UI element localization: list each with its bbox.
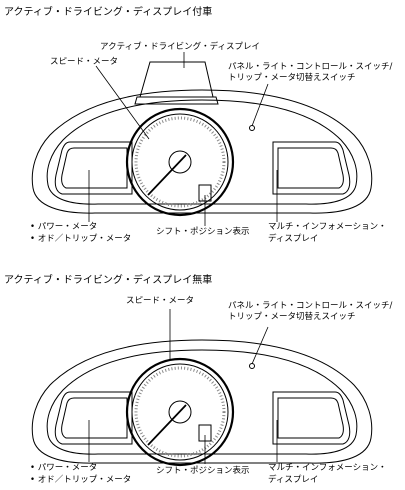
- label-power-meter: • パワー・メータ: [30, 222, 98, 232]
- speedometer-needle: [147, 154, 187, 196]
- label-power-meter: • パワー・メータ: [30, 463, 98, 473]
- label-multi-info-1: マルチ・インフォメーション・: [268, 222, 387, 232]
- speedometer-bezel: [125, 107, 235, 217]
- label-panel-switch-1: パネル・ライト・コントロール・スイッチ/: [228, 301, 393, 311]
- label-odo-trip: • オド／トリップ・メータ: [30, 234, 132, 244]
- section-title-without-add: アクティブ・ドライビング・ディスプレイ無車: [4, 275, 213, 286]
- speedometer-bezel: [125, 357, 235, 467]
- panel-light-switch: [249, 363, 255, 369]
- label-panel-switch-2: トリップ・メータ切替えスイッチ: [228, 73, 356, 83]
- label-speed-meter: スピード・メータ: [126, 296, 195, 306]
- multi-info-panel: [272, 141, 351, 195]
- label-speed-meter: スピード・メータ: [50, 57, 119, 67]
- speedometer-hub: [168, 150, 192, 174]
- label-shift-position: シフト・ポジション表示: [156, 466, 250, 476]
- label-multi-info-2: ディスプレイ: [268, 234, 319, 244]
- label-add: アクティブ・ドライビング・ディスプレイ: [100, 42, 260, 52]
- label-shift-position: シフト・ポジション表示: [156, 227, 250, 237]
- label-multi-info-2: ディスプレイ: [268, 475, 319, 485]
- power-meter-panel: [54, 391, 133, 445]
- cluster-diagram-without-add: [31, 309, 373, 467]
- cluster-housing: [31, 339, 373, 464]
- speedometer-hub: [168, 400, 192, 424]
- label-panel-switch-1: パネル・ライト・コントロール・スイッチ/: [228, 62, 393, 72]
- add-screen: [139, 61, 214, 98]
- cluster-diagram-with-add: [31, 52, 373, 226]
- speedometer-needle: [147, 404, 187, 446]
- panel-light-switch: [249, 125, 255, 131]
- cluster-housing: [31, 89, 373, 214]
- label-odo-trip: • オド／トリップ・メータ: [30, 475, 132, 485]
- section-title-with-add: アクティブ・ドライビング・ディスプレイ付車: [4, 7, 213, 18]
- power-meter-panel: [54, 141, 133, 195]
- multi-info-panel: [272, 391, 351, 445]
- label-panel-switch-2: トリップ・メータ切替えスイッチ: [228, 312, 356, 322]
- label-multi-info-1: マルチ・インフォメーション・: [268, 463, 387, 473]
